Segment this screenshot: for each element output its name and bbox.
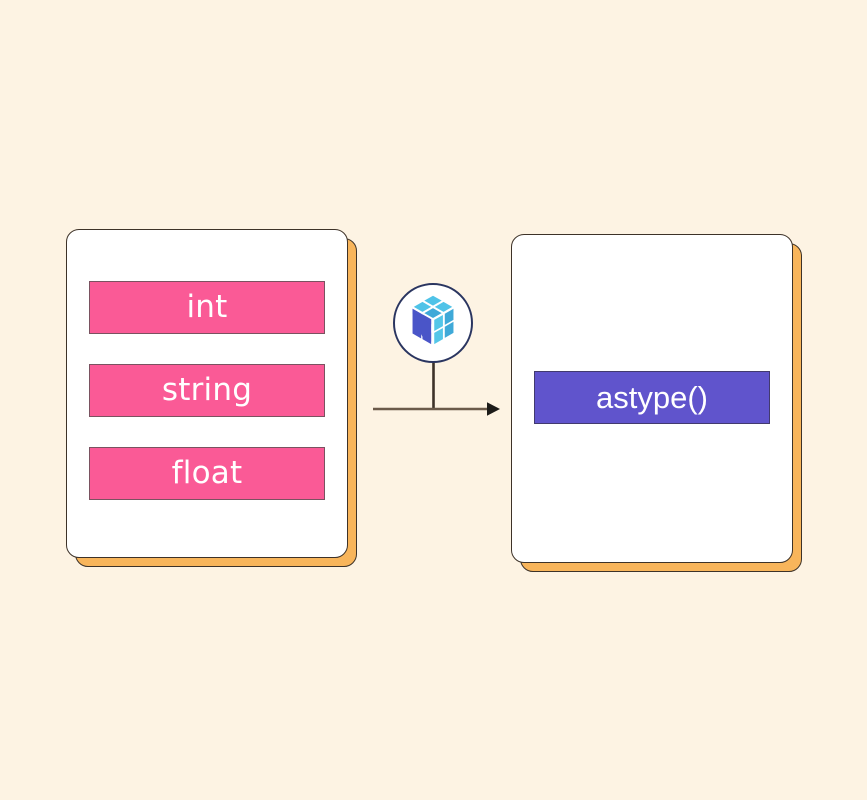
numpy-cube-icon [412,295,454,345]
type-box-string[interactable]: string [89,364,325,417]
method-card[interactable]: astype() [511,234,802,572]
type-box-float[interactable]: float [89,447,325,500]
data-type-list: int string float [66,229,348,558]
type-box-int[interactable]: int [89,281,325,334]
arrow-head-icon [487,402,500,416]
numpy-logo-badge[interactable] [393,283,473,363]
data-types-card[interactable]: int string float [66,229,357,567]
method-box-astype[interactable]: astype() [534,371,770,424]
